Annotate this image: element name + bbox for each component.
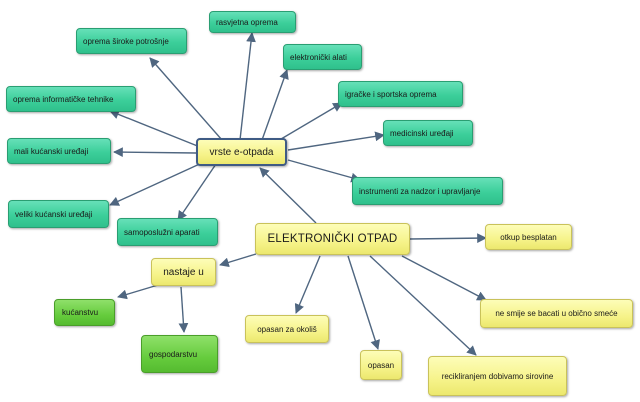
node-instrumenti-za-nadzor[interactable]: instrumenti za nadzor i upravljanje: [352, 177, 503, 205]
link-main-recikliranjem: [369, 255, 477, 356]
node-recikliranjem-dobivamo-sirovine[interactable]: recikliranjem dobivamo sirovine: [428, 356, 567, 396]
node-elektronicki-otpad[interactable]: ELEKTRONIČKI OTPAD: [255, 223, 410, 255]
node-label: mali kućanski uređaji: [14, 146, 89, 156]
node-label: oprema informatičke tehnike: [13, 94, 114, 104]
link-main-otkup: [409, 233, 487, 244]
node-gospodarstvu[interactable]: gospodarstvu: [141, 335, 218, 373]
node-label: igračke i sportska oprema: [345, 89, 437, 99]
node-oprema-siroke-potrosnje[interactable]: oprema široke potrošnje: [76, 28, 187, 54]
node-label: elektronički alati: [290, 52, 347, 62]
link-main-nastaje: [219, 253, 257, 268]
node-label: vrste e-otpada: [209, 146, 274, 158]
node-label: medicinski uređaji: [390, 128, 454, 138]
node-label: opasan: [367, 360, 395, 370]
node-label: instrumenti za nadzor i upravljanje: [359, 186, 481, 196]
node-mali-kucanski-uredaji[interactable]: mali kućanski uređaji: [7, 138, 111, 164]
node-elektronicki-alati[interactable]: elektronički alati: [283, 44, 362, 70]
node-label: recikliranjem dobivamo sirovine: [441, 371, 554, 381]
node-vrste-e-otpada[interactable]: vrste e-otpada: [196, 138, 287, 166]
link-nastaje-gospodarstvu: [178, 286, 189, 333]
node-oprema-informaticke-tehnike[interactable]: oprema informatičke tehnike: [6, 86, 136, 112]
link-hub-informaticke: [109, 109, 201, 148]
node-label: ne smije se bacati u obično smeće: [495, 309, 618, 318]
link-nastaje-kucanstvu: [117, 284, 159, 300]
link-hub-medicinski: [287, 131, 385, 151]
node-medicinski-uredaji[interactable]: medicinski uređaji: [383, 120, 473, 146]
node-label: otkup besplatan: [500, 232, 557, 242]
link-hub-rasvjetna: [239, 32, 256, 141]
link-hub-mali: [113, 147, 197, 158]
node-label: gospodarstvu: [149, 349, 198, 359]
link-main-okolis: [294, 255, 321, 314]
node-label: ELEKTRONIČKI OTPAD: [267, 233, 398, 245]
link-hub-alati: [261, 69, 289, 141]
node-samoposluzni-aparati[interactable]: samoposlužni aparati: [117, 218, 218, 246]
link-hub-veliki: [109, 161, 205, 206]
node-veliki-kucanski-uredaji[interactable]: veliki kućanski uređaji: [8, 200, 109, 228]
link-hub-samoposluzni: [177, 163, 217, 221]
node-label: samoposlužni aparati: [124, 227, 200, 237]
node-label: nastaje u: [163, 266, 204, 278]
node-label: oprema široke potrošnje: [83, 36, 169, 46]
node-igracke-sportska-oprema[interactable]: igračke i sportska oprema: [338, 81, 463, 107]
link-hub-siroke: [149, 57, 223, 141]
node-rasvjetna-oprema[interactable]: rasvjetna oprema: [209, 11, 296, 33]
node-kucanstvu[interactable]: kućanstvu: [54, 299, 115, 326]
node-label: kućanstvu: [62, 308, 99, 317]
link-main-ne-smije: [401, 255, 487, 301]
link-hub-igracke: [275, 102, 343, 143]
node-ne-smije-se-bacati[interactable]: ne smije se bacati u obično smeće: [480, 299, 633, 328]
node-otkup-besplatan[interactable]: otkup besplatan: [485, 224, 572, 250]
node-label: opasan za okoliš: [257, 324, 317, 334]
node-label: rasvjetna oprema: [216, 17, 278, 27]
link-main-hub: [259, 167, 317, 224]
link-main-opasan: [347, 255, 380, 350]
node-nastaje-u[interactable]: nastaje u: [151, 258, 216, 286]
node-opasan[interactable]: opasan: [360, 350, 402, 380]
link-hub-instrumenti: [287, 159, 361, 183]
node-label: veliki kućanski uređaji: [15, 209, 93, 219]
node-opasan-za-okolis[interactable]: opasan za okoliš: [245, 315, 329, 343]
